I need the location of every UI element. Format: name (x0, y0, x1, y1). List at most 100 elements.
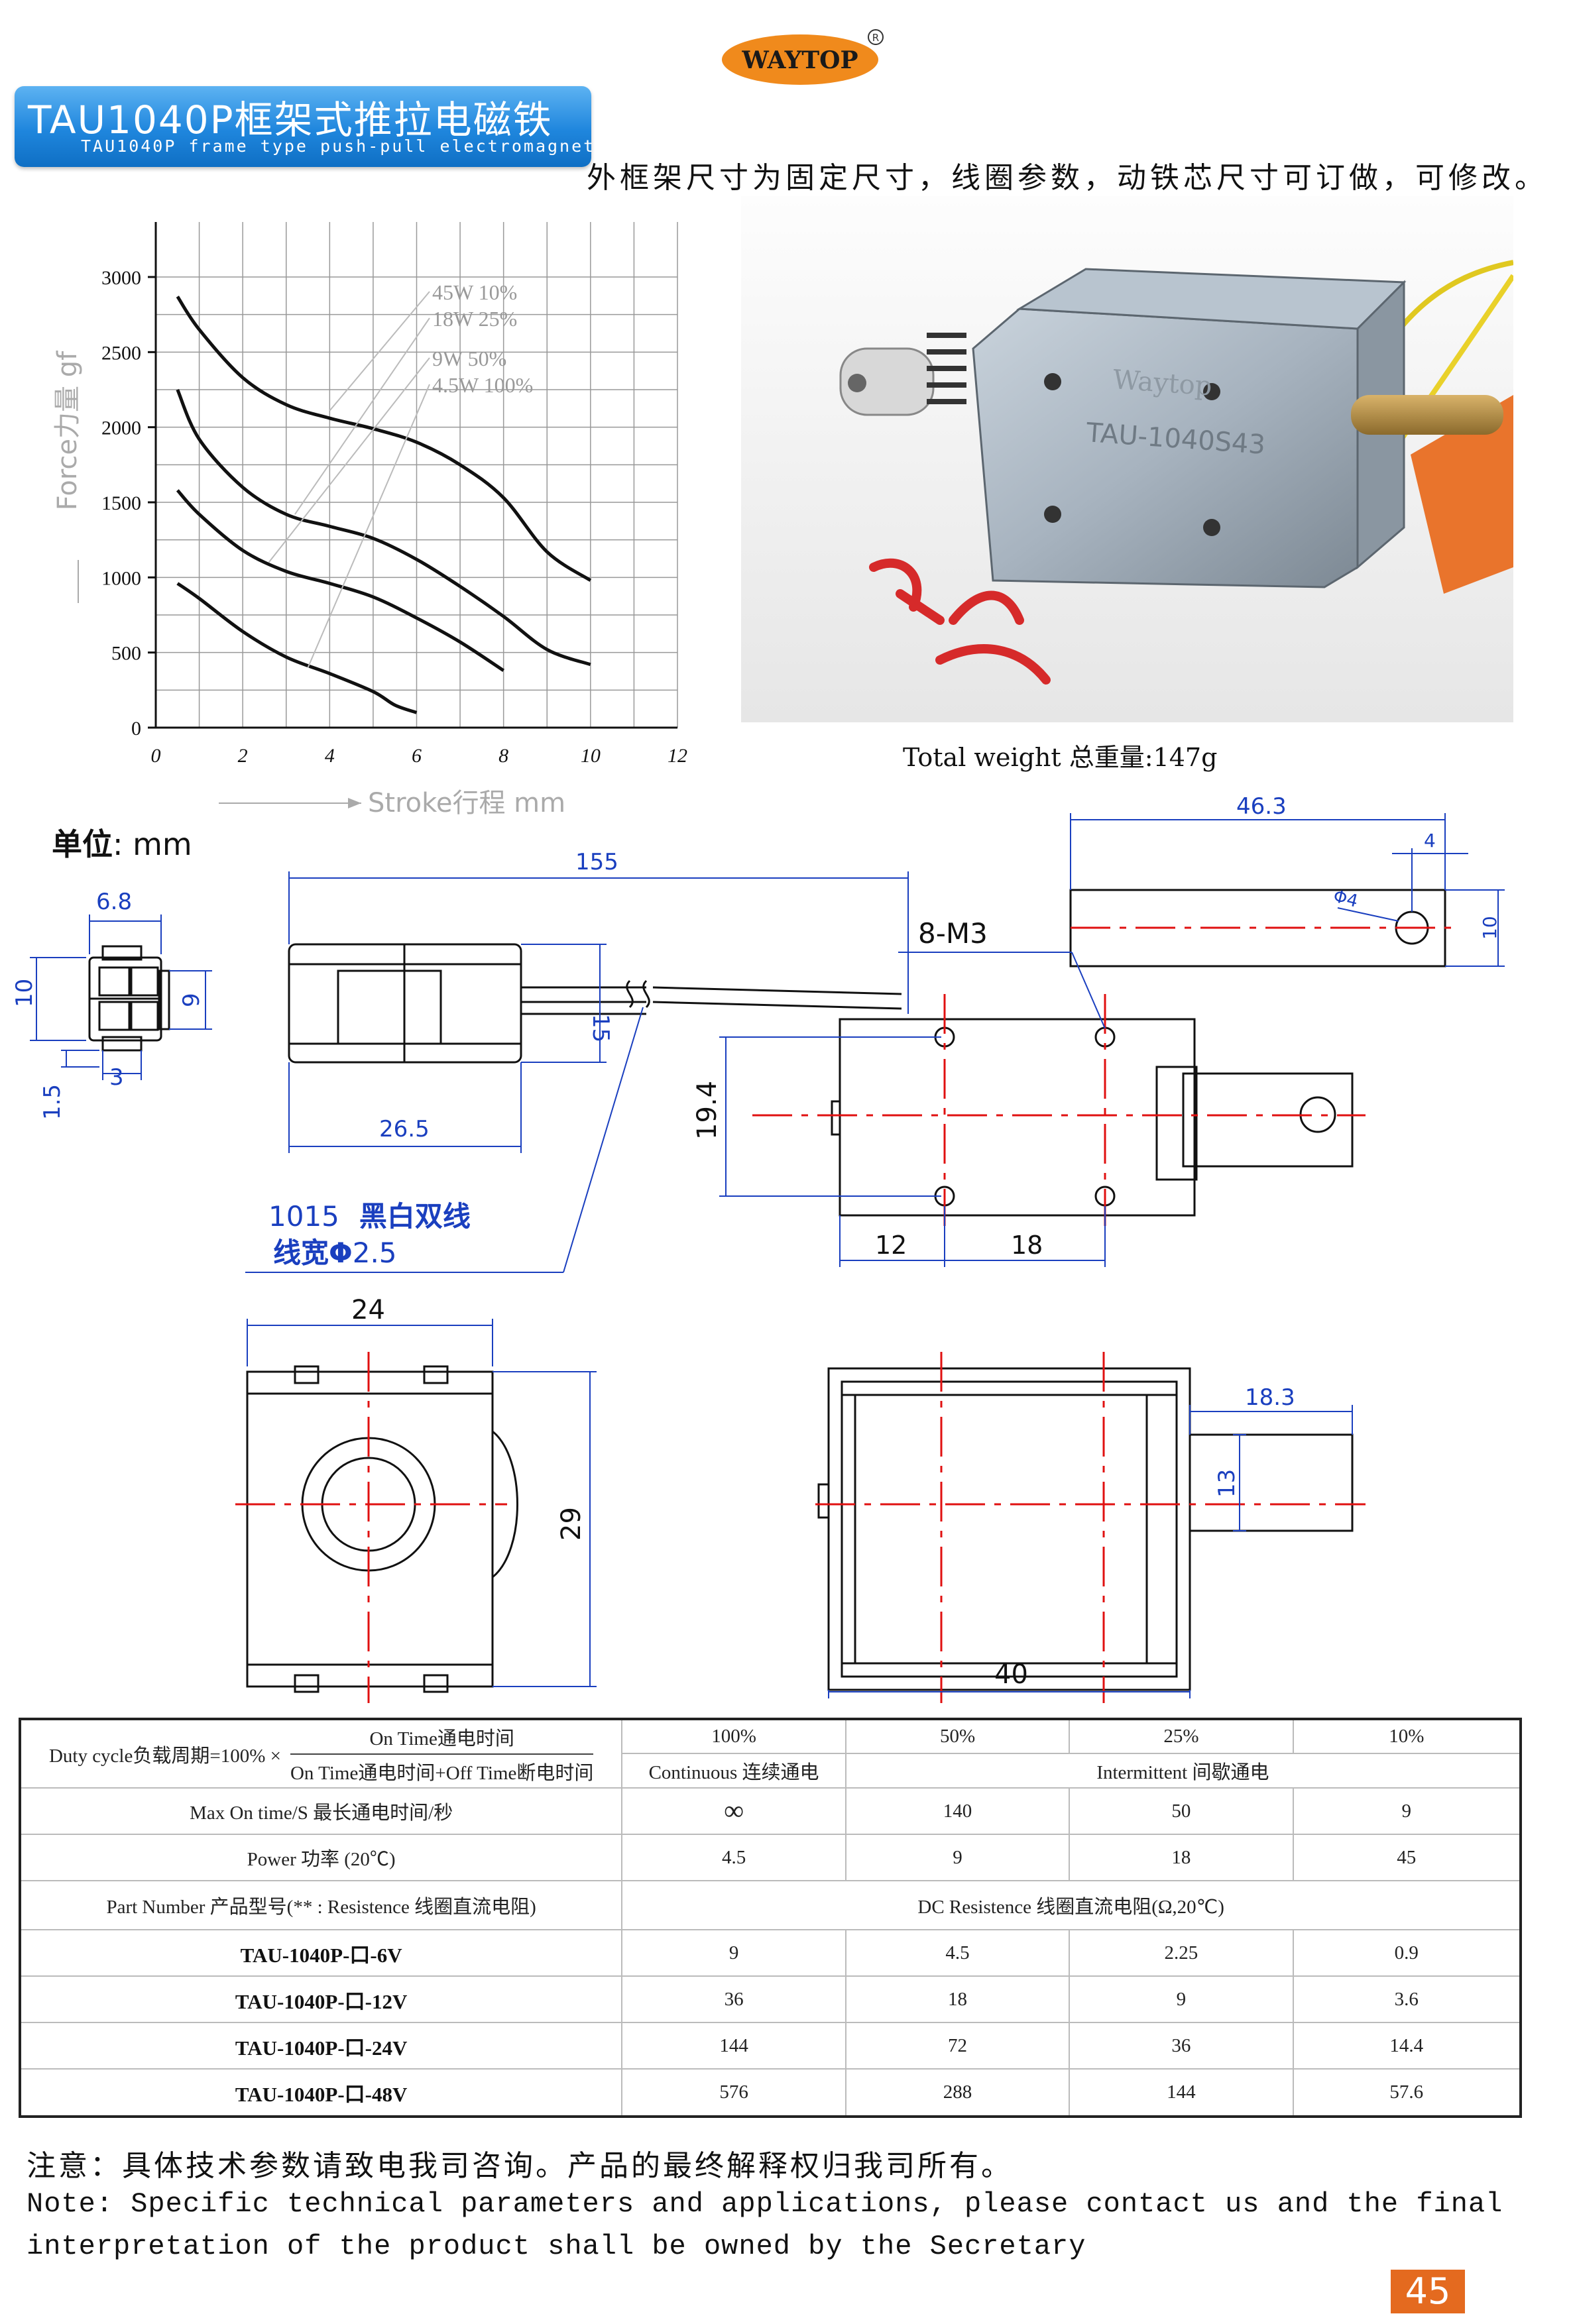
spec-table: Duty cycle负载周期=100% × On Time通电时间 On Tim… (19, 1718, 1522, 2118)
chart-grid (155, 222, 678, 728)
y-axis-label: Force力量 gf (52, 351, 83, 510)
power-value: 9 (845, 1834, 1071, 1881)
spring (927, 333, 966, 404)
y-tick-label: 2000 (101, 417, 141, 439)
dim-lead-width: 15 (587, 1014, 614, 1042)
duty-cycle-label: Duty cycle负载周期=100% × (48, 1745, 281, 1767)
power-value: 4.5 (621, 1834, 846, 1881)
table-row: Power 功率 (20℃) 4.5 9 18 45 (19, 1834, 1522, 1881)
resistance-value: 18 (845, 1975, 1071, 2023)
x-axis-label: Stroke行程 mm (368, 788, 565, 818)
dim-conn-height: 10 (11, 979, 38, 1007)
note-english-1: Note: Specific technical parameters and … (27, 2188, 1503, 2220)
resistance-value: 4.5 (845, 1929, 1071, 1977)
dim-side-plunger: 13 (1214, 1469, 1240, 1498)
resistance-value: 2.25 (1069, 1929, 1294, 1977)
dimension-texts: 6.8 10 9 3 1.5 155 15 26.5 19.4 12 18 8-… (11, 795, 1501, 1690)
plunger-hole (848, 374, 866, 392)
max-on-value: 50 (1069, 1787, 1294, 1835)
x-tick-label: 0 (151, 745, 161, 767)
power-label: Power 功率 (20℃) (19, 1834, 623, 1881)
table-row: Max On time/S 最长通电时间/秒 ∞ 140 50 9 (19, 1787, 1522, 1835)
unit-heading: 单位 (52, 826, 113, 862)
wire-type: 1015 (268, 1200, 339, 1233)
dim-hole-offset: 12 (875, 1231, 907, 1260)
technical-drawing: 6.8 10 9 3 1.5 155 15 26.5 19.4 12 18 8-… (11, 795, 1505, 1703)
table-row: TAU-1040P-口-6V 9 4.5 2.25 0.9 (19, 1929, 1522, 1977)
y-tick-label: 500 (111, 643, 141, 665)
max-on-label: Max On time/S 最长通电时间/秒 (19, 1787, 623, 1835)
x-axis-arrowhead (348, 798, 361, 808)
series-line (176, 388, 591, 667)
y-tick-label: 1000 (101, 567, 141, 589)
dim-plunger-width: 10 (1479, 916, 1501, 940)
dim-conn-offset: 1.5 (39, 1084, 66, 1120)
dim-front-width: 24 (351, 1295, 385, 1325)
dim-hole-pitch-v: 19.4 (692, 1081, 723, 1140)
x-tick-label: 6 (412, 745, 422, 767)
table-row: TAU-1040P-口-48V 576 288 144 57.6 (19, 2068, 1522, 2117)
legend-label: 18W 25% (432, 307, 517, 331)
legend-leader (307, 384, 430, 668)
dim-holes: 8-M3 (918, 917, 988, 950)
dim-plunger-hole-offset: 4 (1424, 830, 1436, 852)
orange-card (1411, 395, 1513, 594)
unit-value: : mm (113, 826, 192, 862)
resistance-value: 9 (1069, 1975, 1294, 2023)
x-tick-label: 8 (498, 745, 508, 767)
body-top-view (831, 1018, 1354, 1217)
duty-50: 50% (845, 1718, 1071, 1754)
table-row: TAU-1040P-口-12V 36 18 9 3.6 (19, 1975, 1522, 2023)
dim-housing-length: 26.5 (379, 1116, 430, 1142)
table-row: Continuous 连续通电 Intermittent 间歇通电 (20, 1753, 1522, 1789)
unit-label: 单位: mm (52, 820, 192, 864)
resistance-value: 3.6 (1292, 1975, 1522, 2023)
resistance-value: 72 (845, 2022, 1071, 2070)
x-tick-label: 2 (238, 745, 248, 767)
y-tick-label: 2500 (101, 342, 141, 364)
chart-axes (154, 222, 677, 729)
title-banner: TAU1040P框架式推拉电磁铁 TAU1040P frame type pus… (15, 86, 593, 167)
resistance-value: 144 (1069, 2068, 1294, 2117)
connector-end-view (88, 945, 170, 1052)
intermittent-label: Intermittent 间歇通电 (845, 1753, 1522, 1789)
legend-leader (329, 291, 430, 412)
duty-100: 100% (621, 1718, 846, 1754)
wire-spec-line1: 1015 黑白双线 (268, 1200, 471, 1233)
wire-width-label: 线宽Φ (273, 1237, 353, 1269)
max-on-value: 9 (1292, 1787, 1522, 1835)
legend-leaders (268, 291, 430, 668)
resistance-value: 288 (845, 2068, 1071, 2117)
registered-icon (868, 29, 884, 45)
legend-leader (268, 357, 430, 563)
y-tick-label: 0 (131, 718, 141, 740)
resistance-value: 144 (621, 2022, 846, 2070)
max-on-value: ∞ (621, 1787, 846, 1835)
dim-front-height: 29 (556, 1507, 587, 1541)
dim-conn-width: 6.8 (96, 889, 132, 915)
photo-stamp-text: Waytop (1112, 364, 1213, 402)
dc-resistance-label: DC Resistence 线圈直流电阻(Ω,20℃) (621, 1880, 1521, 1930)
dim-lead-length: 155 (575, 849, 618, 875)
legend-label: 4.5W 100% (432, 373, 533, 397)
legend-label: 45W 10% (432, 280, 517, 304)
chart-legend: 45W 10%18W 25%9W 50%4.5W 100% (432, 280, 533, 397)
waytop-logo: WAYTOP R (722, 29, 884, 85)
part-number: TAU-1040P-口-12V (19, 1975, 623, 2023)
plunger-shaft (839, 347, 935, 416)
y-tick-label: 3000 (101, 267, 141, 289)
table-row: Duty cycle负载周期=100% × On Time通电时间 On Tim… (19, 1718, 1522, 1789)
side-view (817, 1367, 1354, 1691)
x-tick-label: 10 (581, 745, 601, 767)
dim-plunger-length: 46.3 (1236, 795, 1287, 820)
registered-mark: R (872, 32, 879, 44)
weight-label: Total weight 总重量: (903, 743, 1153, 772)
duty-10: 10% (1292, 1718, 1522, 1754)
resistance-value: 0.9 (1292, 1929, 1522, 1977)
table-row: Part Number 产品型号(** : Resistence 线圈直流电阻)… (19, 1880, 1521, 1930)
wire-color: 黑白双线 (359, 1200, 471, 1233)
page-number: 45 (1391, 2270, 1465, 2313)
weight-value: 147g (1153, 743, 1218, 772)
y-tick-label: 1500 (101, 492, 141, 514)
